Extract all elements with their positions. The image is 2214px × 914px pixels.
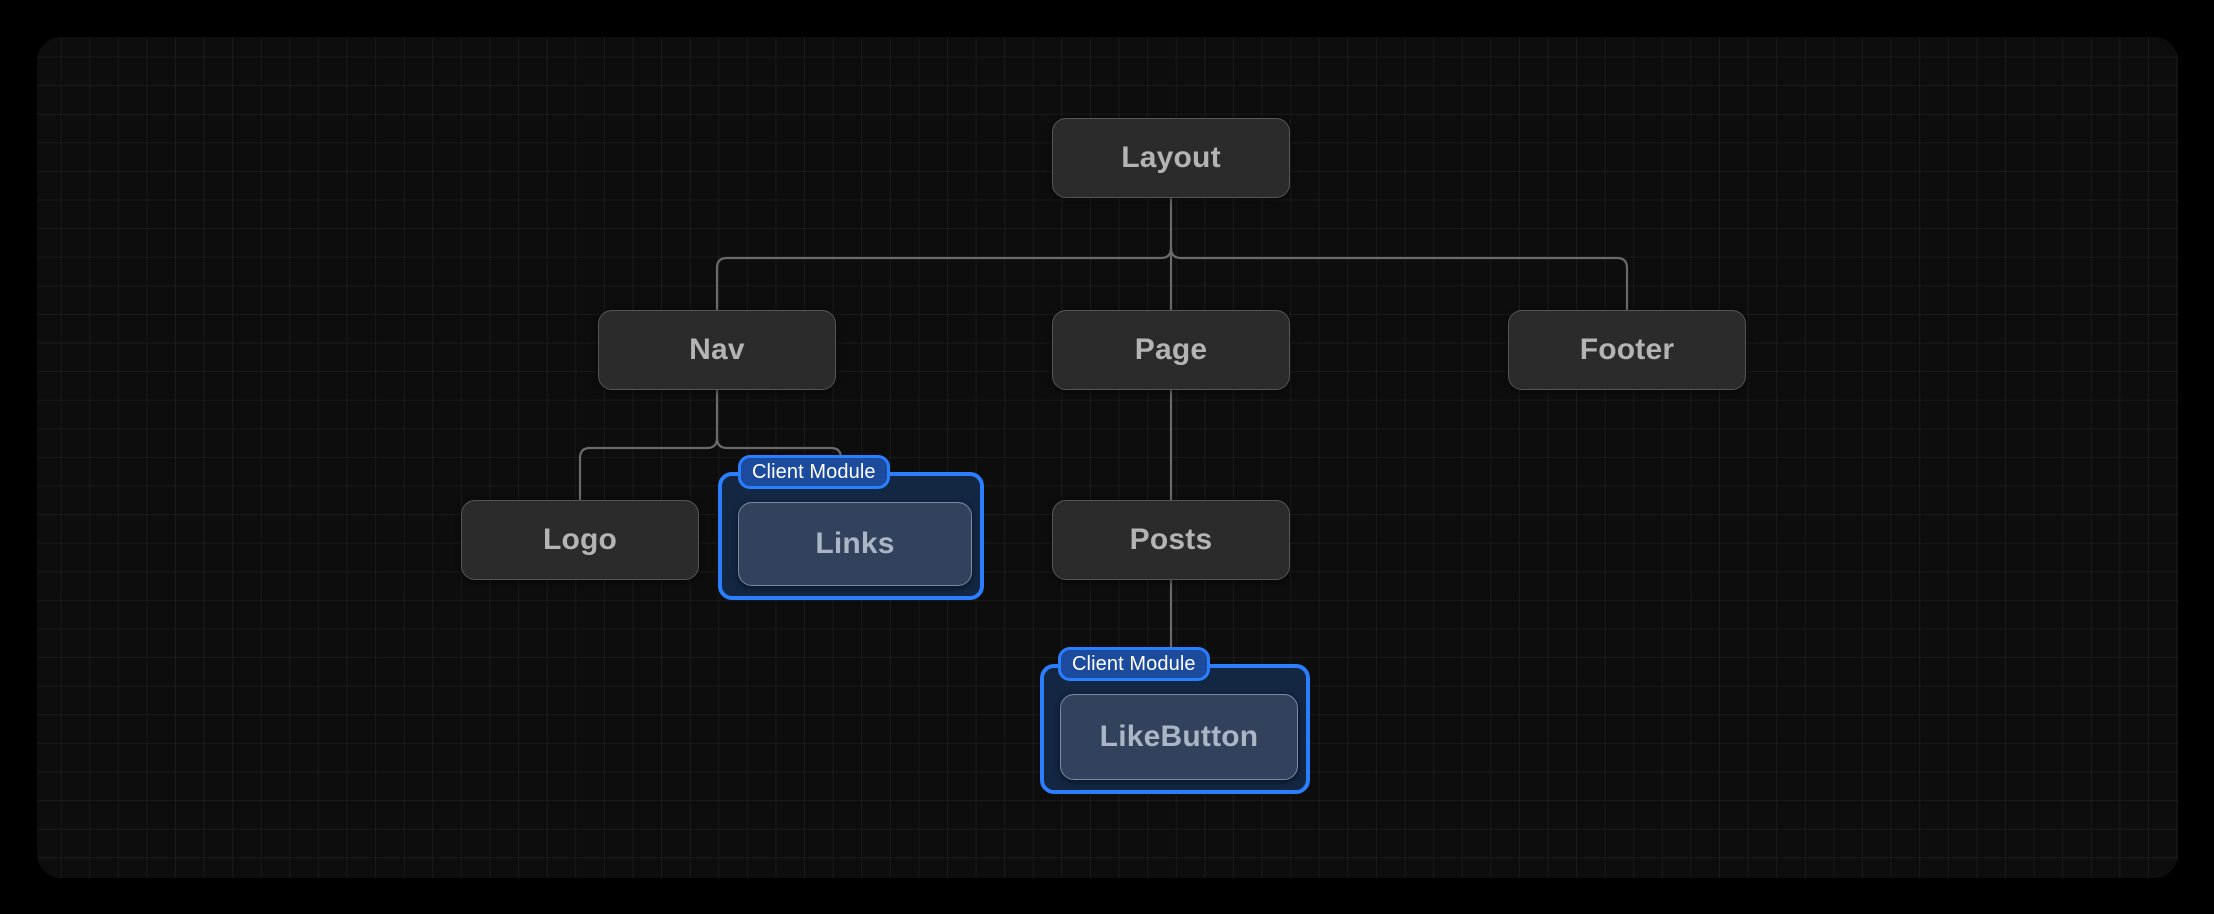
client-module-likebutton[interactable]: LikeButton — [1040, 664, 1310, 794]
node-layout-label: Layout — [1121, 141, 1221, 174]
node-likebutton-label: LikeButton — [1099, 720, 1259, 753]
client-module-badge-likebutton-label: Client Module — [1072, 652, 1196, 675]
client-module-badge-likebutton: Client Module — [1058, 647, 1210, 681]
node-nav[interactable]: Nav — [598, 310, 836, 390]
node-posts-label: Posts — [1129, 523, 1213, 556]
node-nav-label: Nav — [689, 333, 745, 366]
node-logo[interactable]: Logo — [461, 500, 699, 580]
node-page[interactable]: Page — [1052, 310, 1290, 390]
node-likebutton[interactable]: LikeButton — [1060, 694, 1298, 780]
node-layout[interactable]: Layout — [1052, 118, 1290, 198]
node-footer[interactable]: Footer — [1508, 310, 1746, 390]
node-links[interactable]: Links — [738, 502, 972, 586]
client-module-links[interactable]: Links — [718, 472, 984, 600]
node-links-label: Links — [815, 527, 895, 560]
node-logo-label: Logo — [542, 523, 618, 556]
node-page-label: Page — [1134, 333, 1208, 366]
node-footer-label: Footer — [1579, 333, 1675, 366]
client-module-badge-links-label: Client Module — [752, 460, 876, 483]
client-module-badge-links: Client Module — [738, 455, 890, 489]
node-posts[interactable]: Posts — [1052, 500, 1290, 580]
